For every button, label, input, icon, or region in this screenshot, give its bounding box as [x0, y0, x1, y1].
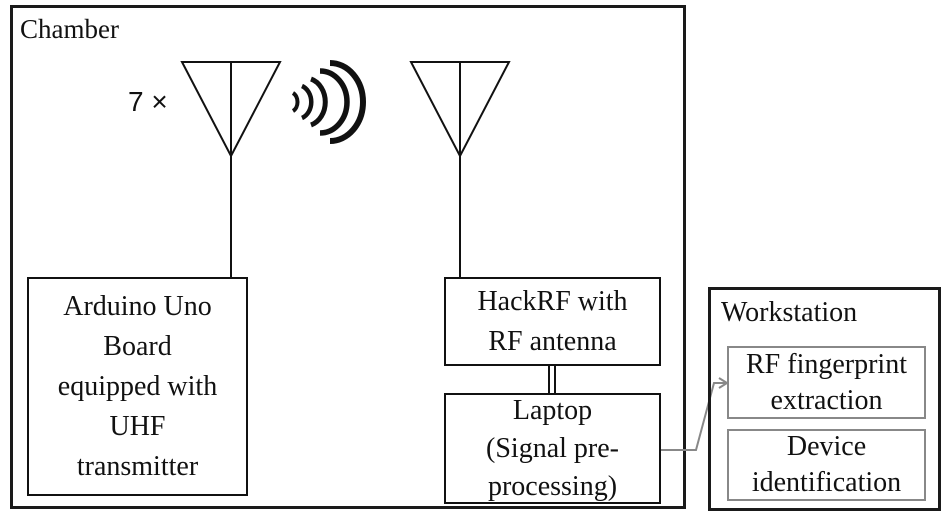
rx-antenna-icon: [409, 61, 511, 277]
usb-connector: [548, 366, 556, 393]
antenna-count-label: 7 ×: [128, 86, 168, 117]
tx-antenna-icon: [180, 61, 282, 277]
wireless-signal-icon: [291, 60, 366, 144]
workstation-boundary: [708, 287, 941, 511]
device-identification-box: Device identification: [727, 429, 926, 501]
hackrf-receiver-box: HackRF with RF antenna: [444, 277, 661, 366]
fingerprint-extraction-box: RF fingerprint extraction: [727, 346, 926, 419]
arduino-transmitter-box: Arduino Uno Board equipped with UHF tran…: [27, 277, 248, 496]
chamber-boundary: [10, 5, 686, 509]
chamber-title: Chamber: [20, 14, 119, 44]
laptop-preprocessing-box: Laptop (Signal pre- processing): [444, 393, 661, 504]
workstation-title: Workstation: [721, 297, 858, 328]
